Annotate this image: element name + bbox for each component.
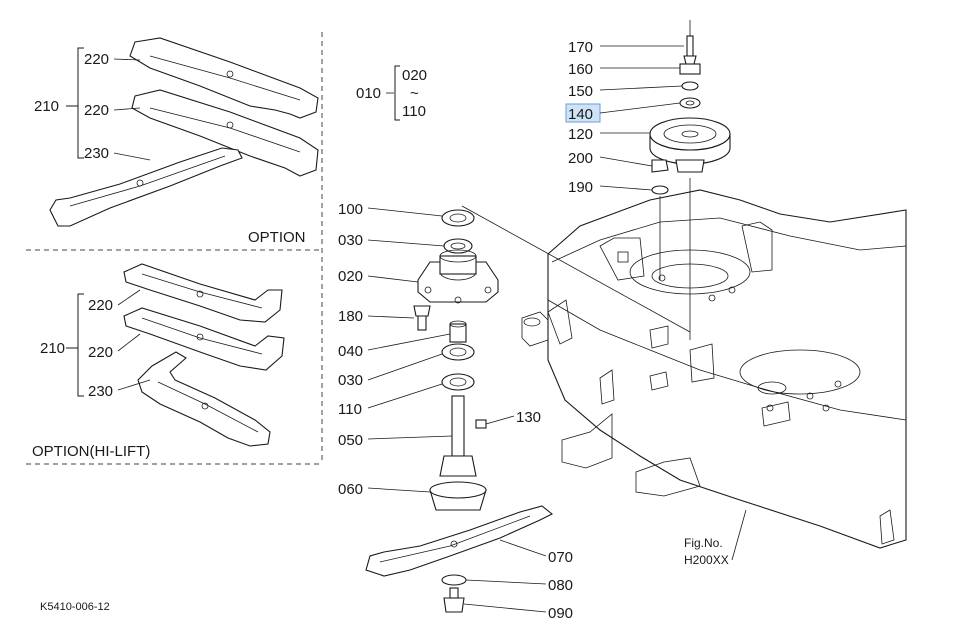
- nut-160: [679, 63, 701, 75]
- label-210: 210: [40, 340, 65, 357]
- label-230: 230: [84, 145, 109, 162]
- leader-spindle-to-deck: [461, 205, 691, 333]
- nut-200: [651, 159, 669, 173]
- hi-lift-blade-group: 220 220 230 210 OPTION(HI-LIFT): [32, 263, 285, 460]
- label-060: 060: [338, 481, 363, 498]
- label-220: 220: [88, 344, 113, 361]
- option-blade-group: 220 220 230 210 OPTION: [34, 37, 319, 246]
- blade-220-top: [129, 37, 319, 119]
- label-230: 230: [88, 383, 113, 400]
- spacer-040: [449, 323, 467, 343]
- section-dividers: [26, 32, 323, 465]
- seal-100: [441, 209, 475, 227]
- washer-150: [681, 81, 699, 91]
- label-120: 120: [568, 126, 593, 143]
- label-030: 030: [338, 232, 363, 249]
- range-tilde: ~: [410, 85, 419, 102]
- figure-number: Fig.No. H200XX: [684, 509, 747, 567]
- label-220: 220: [84, 51, 109, 68]
- blade-230-hilift: [137, 351, 271, 447]
- drawing-code: K5410-006-12: [40, 601, 110, 613]
- spindle-assembly: 100 030 020 180 040 030 110 050 130 060 …: [338, 201, 573, 622]
- label-130: 130: [516, 409, 541, 426]
- blade-230: [49, 147, 243, 227]
- label-050: 050: [338, 432, 363, 449]
- blade-070: [365, 505, 554, 577]
- bolt-090: [443, 597, 465, 613]
- label-090: 090: [548, 605, 573, 622]
- assembly-range-label: 010 020 ~ 110: [356, 65, 427, 121]
- label-190: 190: [568, 179, 593, 196]
- label-110: 110: [338, 401, 362, 418]
- label-110: 110: [402, 103, 426, 120]
- option-label: OPTION: [248, 229, 306, 246]
- label-080: 080: [548, 577, 573, 594]
- grease-fitting-170: [686, 35, 694, 57]
- label-180: 180: [338, 308, 363, 325]
- washer-140: [679, 97, 701, 109]
- label-020: 020: [402, 67, 427, 84]
- label-040: 040: [338, 343, 363, 360]
- label-220: 220: [88, 297, 113, 314]
- label-140: 140: [568, 106, 593, 123]
- key-130: [475, 419, 487, 429]
- label-220: 220: [84, 102, 109, 119]
- option-hi-lift-label: OPTION(HI-LIFT): [32, 443, 150, 460]
- seal-110: [441, 373, 475, 391]
- label-070: 070: [548, 549, 573, 566]
- label-020: 020: [338, 268, 363, 285]
- mower-deck: [521, 178, 907, 549]
- blade-220-middle: [131, 89, 319, 177]
- label-200: 200: [568, 150, 593, 167]
- washer-080: [441, 574, 467, 586]
- label-030: 030: [338, 372, 363, 389]
- label-160: 160: [568, 61, 593, 78]
- label-150: 150: [568, 83, 593, 100]
- fig-id: H200XX: [684, 553, 729, 567]
- pulley-stack: 170 160 150 140 120 200 190: [565, 20, 731, 196]
- label-170: 170: [568, 39, 593, 56]
- label-010: 010: [356, 85, 381, 102]
- pulley-120: [649, 117, 731, 151]
- shaft-050: [451, 395, 465, 457]
- bearing-030-lower: [441, 343, 475, 361]
- washer-190: [651, 185, 669, 195]
- fig-no-label: Fig.No.: [684, 536, 723, 550]
- label-210: 210: [34, 98, 59, 115]
- label-100: 100: [338, 201, 363, 218]
